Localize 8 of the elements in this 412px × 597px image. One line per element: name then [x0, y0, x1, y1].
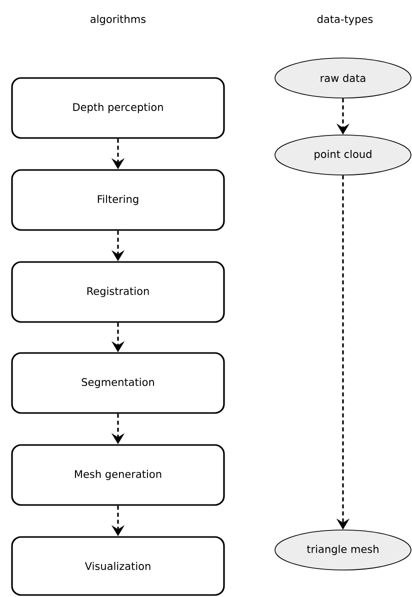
- process-box: Visualization: [11, 536, 225, 596]
- process-box: Registration: [11, 261, 225, 323]
- column-heading: data-types: [317, 14, 373, 26]
- process-box: Depth perception: [11, 77, 225, 139]
- process-box: Filtering: [11, 169, 225, 231]
- process-box: Mesh generation: [11, 444, 225, 506]
- column-heading: algorithms: [90, 14, 146, 26]
- process-box: Segmentation: [11, 352, 225, 414]
